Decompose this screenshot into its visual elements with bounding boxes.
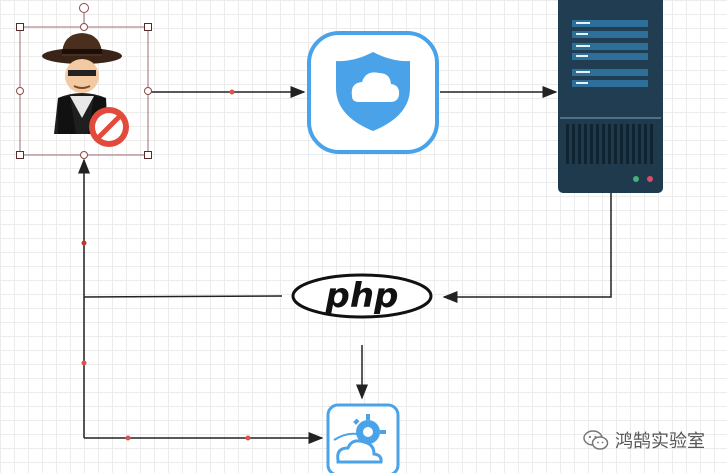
php-logo: php [291, 273, 433, 319]
php-logo-text: php [325, 276, 399, 316]
resize-handle[interactable] [144, 23, 152, 31]
edges [78, 86, 612, 444]
watermark-text: 鸿鹄实验室 [615, 431, 705, 452]
php-node[interactable]: php [291, 273, 433, 319]
waypoint-dot[interactable] [229, 89, 235, 95]
waypoint-dot[interactable] [81, 360, 87, 366]
server-node[interactable] [558, 0, 663, 193]
edge-server-to-php[interactable] [442, 193, 612, 303]
security-node[interactable] [307, 31, 439, 154]
wechat-icon [583, 430, 609, 450]
watermark: 鸿鹄实验室 [583, 427, 705, 453]
waypoint-dot[interactable] [245, 435, 251, 441]
resize-handle[interactable] [80, 151, 88, 159]
waypoint-dot[interactable] [125, 435, 131, 441]
selection-frame [16, 3, 152, 159]
hacker-spy-icon [42, 33, 129, 147]
resize-handle[interactable] [80, 23, 88, 31]
rotate-handle[interactable] [79, 3, 89, 13]
edge-php-to-attacker[interactable] [83, 295, 283, 298]
server-rack-icon [558, 0, 663, 193]
resize-handle[interactable] [16, 87, 24, 95]
cloud-service-node[interactable] [326, 403, 400, 473]
resize-handle[interactable] [16, 151, 24, 159]
cloud-shield-icon [336, 52, 410, 131]
resize-handle[interactable] [144, 151, 152, 159]
resize-handle[interactable] [16, 23, 24, 31]
attacker-node[interactable] [16, 3, 152, 159]
waypoint-dot[interactable] [81, 240, 87, 246]
resize-handle[interactable] [144, 87, 152, 95]
cloud-gear-icon [333, 414, 386, 464]
